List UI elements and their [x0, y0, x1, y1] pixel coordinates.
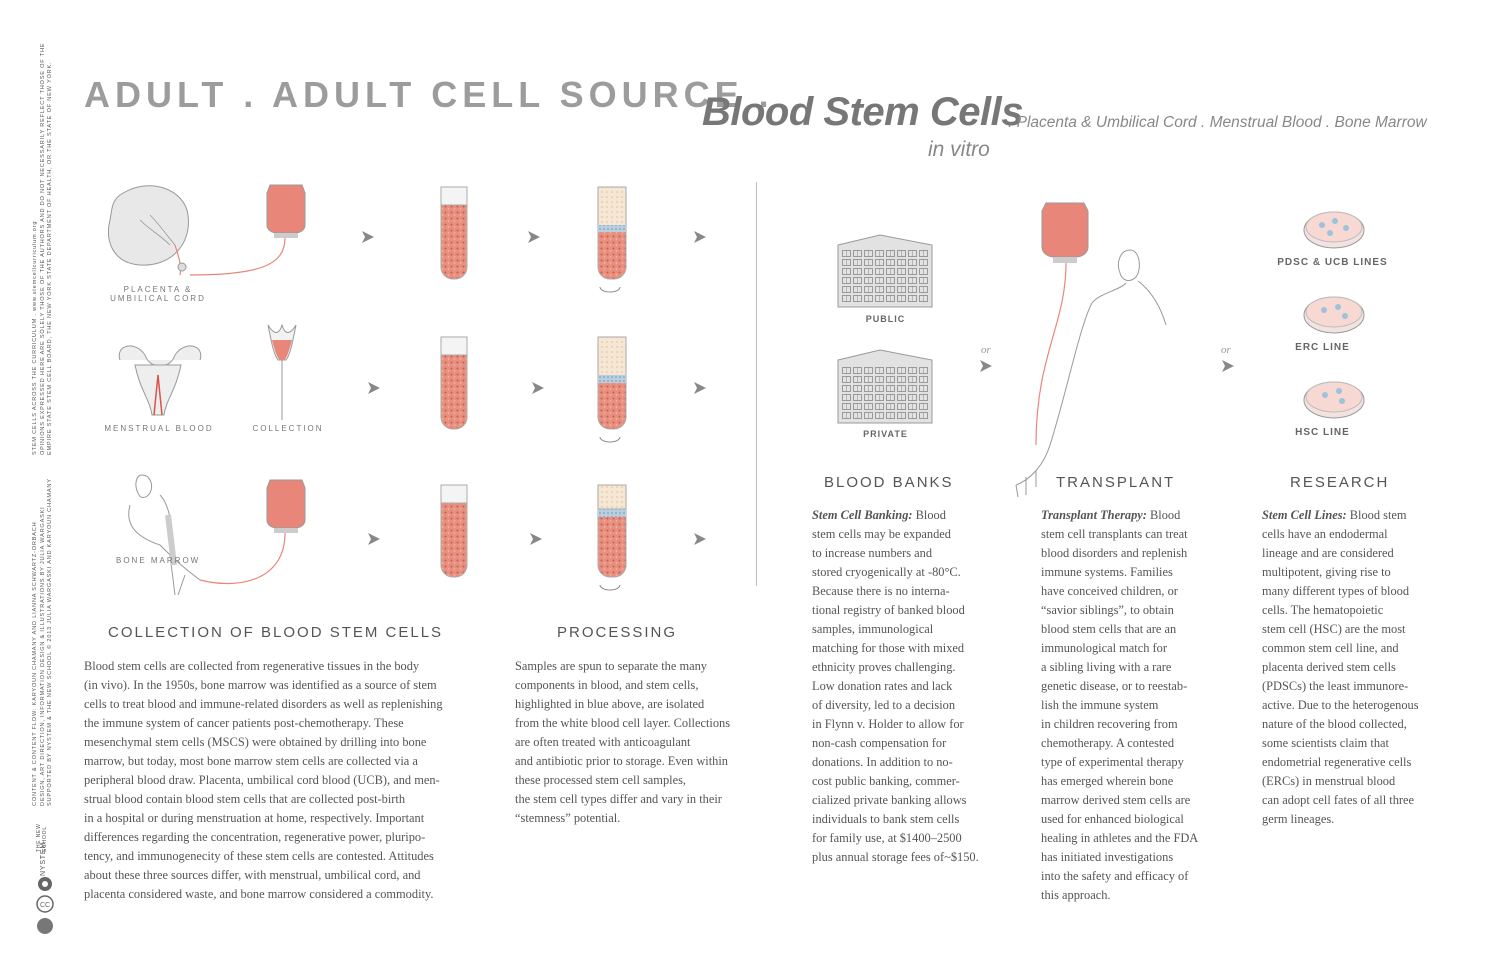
public-bank-building-icon	[837, 234, 933, 308]
centrifuged-tube-icon	[597, 186, 627, 293]
research-body: Stem Cell Lines: Blood stem cells have a…	[1262, 508, 1419, 826]
nystem-logo: NYSTEM	[40, 842, 47, 876]
banking-transplant-research-diagram	[837, 202, 1365, 498]
sidebar-credits: CONTENT & CONTENT FLOW: KARYOUN CHAMANY …	[32, 478, 54, 806]
arrow-icon	[530, 533, 542, 545]
processing-title: PROCESSING	[557, 624, 678, 641]
private-bank-building-icon	[837, 349, 933, 424]
arrow-icon	[528, 231, 540, 243]
research-title: RESEARCH	[1290, 474, 1390, 491]
blood-bag-icon	[199, 479, 306, 585]
arrow-icon	[694, 231, 706, 243]
test-tube-icon	[440, 186, 468, 280]
source-list: . Placenta & Umbilical Cord . Menstrual …	[1008, 114, 1427, 131]
arrow-icon	[694, 533, 706, 545]
or-label: or	[981, 344, 991, 356]
blood-bag-icon	[1035, 202, 1089, 446]
uterus-icon	[118, 345, 202, 416]
collection-title: COLLECTION OF BLOOD STEM CELLS	[108, 624, 444, 641]
arrow-icon	[368, 382, 380, 394]
arrow-icon	[980, 360, 992, 372]
pdsc-label: PDSC & UCB LINES	[1277, 257, 1388, 268]
page-subtitle: Blood Stem Cells	[702, 90, 1023, 134]
collection-body: Blood stem cells are collected from rege…	[84, 659, 443, 901]
transplant-title: TRANSPLANT	[1056, 474, 1176, 491]
petri-dish-pdsc-icon	[1303, 211, 1365, 249]
person-icon	[1015, 249, 1167, 498]
petri-dish-hsc-icon	[1303, 381, 1365, 419]
test-tube-icon	[440, 484, 468, 578]
bone-marrow-label: BONE MARROW	[116, 556, 201, 565]
centrifuged-tube-icon	[597, 484, 627, 591]
arrow-icon	[368, 533, 380, 545]
erc-label: ERC LINE	[1295, 342, 1350, 353]
sidebar-logos: CC	[36, 877, 54, 934]
collection-label: COLLECTION	[252, 424, 324, 433]
blood-bag-icon	[189, 184, 306, 276]
test-tube-icon	[440, 336, 468, 430]
hsc-label: HSC LINE	[1295, 427, 1350, 438]
centrifuged-tube-icon	[597, 336, 627, 443]
placenta-label: PLACENTA &UMBILICAL CORD	[110, 285, 206, 303]
svg-text:CC: CC	[40, 902, 50, 909]
sidebar-disclaimer: STEM CELLS ACROSS THE CURRICULUM . www.s…	[32, 42, 54, 455]
blood-banks-title: BLOOD BANKS	[824, 474, 954, 491]
arm-figure-icon	[128, 474, 201, 596]
page-title: ADULT . ADULT CELL SOURCE .	[84, 74, 774, 115]
menstrual-cup-icon	[267, 323, 297, 420]
collection-processing-diagram	[108, 184, 706, 596]
private-label: PRIVATE	[863, 429, 908, 439]
arrow-icon	[362, 231, 374, 243]
placenta-icon	[108, 185, 189, 276]
processing-body: Samples are spun to separate the many co…	[515, 659, 731, 825]
menstrual-blood-label: MENSTRUAL BLOOD	[104, 424, 214, 433]
in-vitro-label: in vitro	[928, 138, 990, 161]
arrow-icon	[1222, 360, 1234, 372]
transplant-body: Transplant Therapy: Blood stem cell tran…	[1041, 508, 1199, 902]
public-label: PUBLIC	[865, 314, 906, 324]
arrow-icon	[532, 382, 544, 394]
blood-banks-body: Stem Cell Banking: Blood stem cells may …	[812, 508, 979, 864]
arrow-icon	[694, 382, 706, 394]
section-divider	[756, 182, 757, 586]
petri-dish-erc-icon	[1303, 296, 1365, 334]
or-label: or	[1221, 344, 1231, 356]
